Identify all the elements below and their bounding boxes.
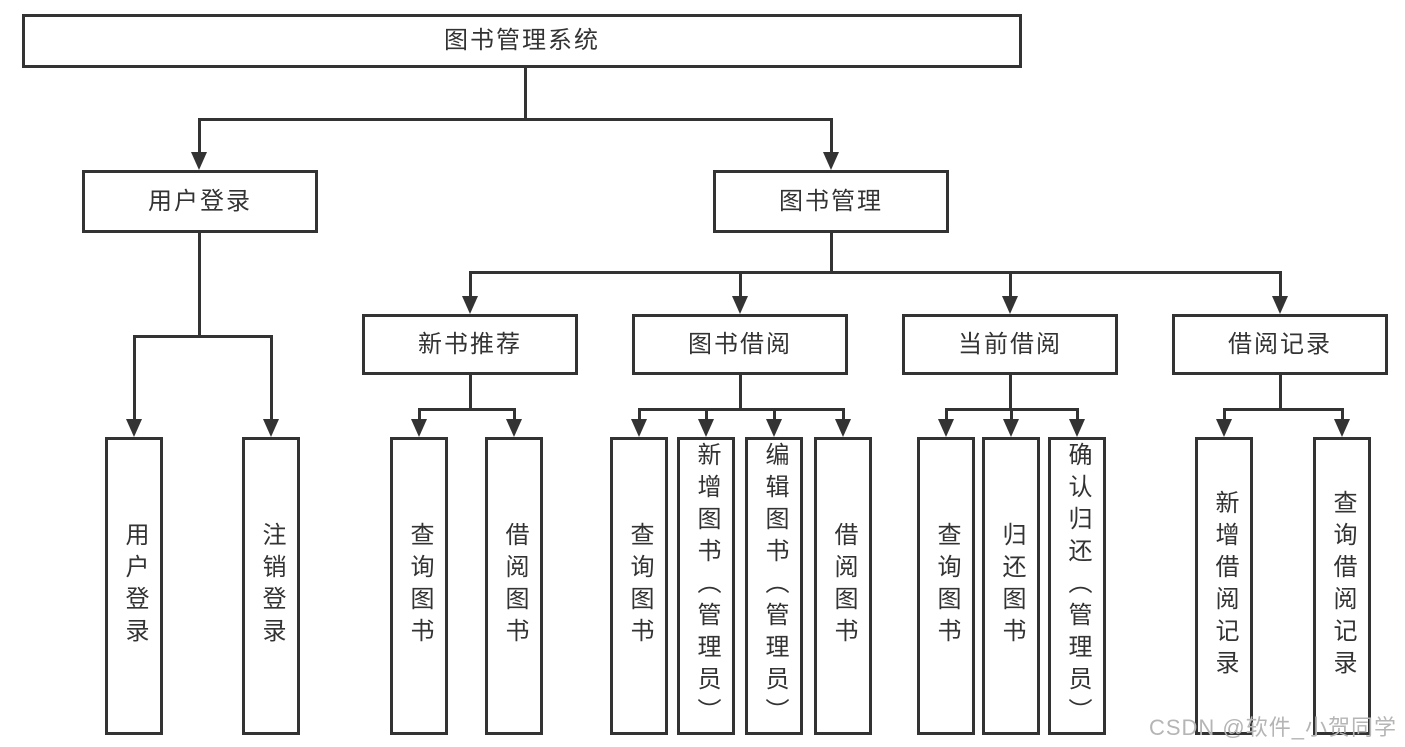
arrow-down-icon — [191, 152, 207, 170]
arrow-stem — [1008, 271, 1012, 297]
watermark-csdn: CSDN @软件_小贺同学 — [1148, 715, 1397, 740]
leaf-user-login: 用户登录 — [105, 437, 163, 735]
leaf-borrow-add-books-admin-label: 新增图书（管理员） — [693, 442, 720, 730]
arrow-down-icon — [411, 419, 427, 437]
arrow-stem — [512, 408, 516, 421]
arrow-down-icon — [1272, 296, 1288, 314]
arrow-stem — [132, 335, 136, 420]
leaf-borrow-edit-books-admin-label: 编辑图书（管理员） — [761, 442, 788, 730]
arrow-down-icon — [506, 419, 522, 437]
arrow-stem — [1222, 408, 1226, 421]
leaf-records-add-record: 新增借阅记录 — [1195, 437, 1253, 735]
node-current-borrowing-label: 当前借阅 — [958, 330, 1062, 358]
arrow-stem — [269, 335, 273, 420]
leaf-records-add-record-label: 新增借阅记录 — [1211, 490, 1238, 682]
leaf-records-query-record-label: 查询借阅记录 — [1329, 490, 1356, 682]
node-book-management: 图书管理 — [713, 170, 949, 233]
arrow-down-icon — [835, 419, 851, 437]
connector-records-trunk — [1278, 375, 1282, 409]
leaf-borrow-add-books-admin: 新增图书（管理员） — [677, 437, 735, 735]
arrow-down-icon — [732, 296, 748, 314]
leaf-user-login-label: 用户登录 — [121, 522, 148, 650]
connector-user-branch — [132, 335, 273, 338]
node-library-system-label: 图书管理系统 — [444, 27, 600, 54]
arrow-down-icon — [938, 419, 954, 437]
leaf-recommend-borrow-books: 借阅图书 — [485, 437, 543, 735]
leaf-logout-label: 注销登录 — [258, 522, 285, 650]
connector-borrow-branch — [637, 408, 845, 411]
arrow-stem — [841, 408, 845, 421]
leaf-current-confirm-return-admin-label: 确认归还（管理员） — [1064, 442, 1091, 730]
arrow-down-icon — [631, 419, 647, 437]
arrow-stem — [1278, 271, 1282, 297]
node-book-management-label: 图书管理 — [779, 187, 883, 215]
connector-root-trunk — [523, 68, 527, 118]
node-new-book-recommend-label: 新书推荐 — [418, 330, 522, 358]
leaf-current-query-books: 查询图书 — [917, 437, 975, 735]
arrow-stem — [1075, 408, 1079, 421]
connector-mgmt-trunk — [829, 233, 833, 271]
leaf-borrow-query-books-label: 查询图书 — [626, 522, 653, 650]
leaf-records-query-record: 查询借阅记录 — [1313, 437, 1371, 735]
leaf-recommend-query-books: 查询图书 — [390, 437, 448, 735]
leaf-current-confirm-return-admin: 确认归还（管理员） — [1048, 437, 1106, 735]
connector-recommend-branch — [417, 408, 516, 411]
connector-current-trunk — [1008, 375, 1012, 409]
node-borrowing-records-label: 借阅记录 — [1228, 330, 1332, 358]
node-book-borrowing: 图书借阅 — [632, 314, 848, 375]
arrow-stem — [197, 118, 201, 154]
arrow-down-icon — [462, 296, 478, 314]
arrow-stem — [772, 408, 776, 421]
arrow-down-icon — [126, 419, 142, 437]
leaf-current-query-books-label: 查询图书 — [933, 522, 960, 650]
leaf-logout: 注销登录 — [242, 437, 300, 735]
leaf-borrow-borrow-books: 借阅图书 — [814, 437, 872, 735]
connector-recommend-trunk — [468, 375, 472, 409]
arrow-down-icon — [766, 419, 782, 437]
leaf-borrow-query-books: 查询图书 — [610, 437, 668, 735]
connector-borrow-trunk — [738, 375, 742, 409]
connector-user-trunk — [197, 233, 201, 335]
arrow-stem — [1009, 408, 1013, 421]
leaf-current-return-books-label: 归还图书 — [998, 522, 1025, 650]
leaf-borrow-edit-books-admin: 编辑图书（管理员） — [745, 437, 803, 735]
arrow-down-icon — [1334, 419, 1350, 437]
arrow-stem — [417, 408, 421, 421]
leaf-recommend-query-books-label: 查询图书 — [406, 522, 433, 650]
arrow-down-icon — [1069, 419, 1085, 437]
node-user-login: 用户登录 — [82, 170, 318, 233]
leaf-current-return-books: 归还图书 — [982, 437, 1040, 735]
leaf-borrow-borrow-books-label: 借阅图书 — [830, 522, 857, 650]
arrow-down-icon — [1003, 419, 1019, 437]
node-book-borrowing-label: 图书借阅 — [688, 330, 792, 358]
connector-records-branch — [1222, 408, 1344, 411]
arrow-down-icon — [1002, 296, 1018, 314]
arrow-stem — [829, 118, 833, 154]
node-borrowing-records: 借阅记录 — [1172, 314, 1388, 375]
connector-mgmt-branch — [468, 271, 1282, 274]
arrow-stem — [1340, 408, 1344, 421]
arrow-stem — [637, 408, 641, 421]
node-library-system: 图书管理系统 — [22, 14, 1022, 68]
arrow-stem — [704, 408, 708, 421]
arrow-stem — [468, 271, 472, 297]
arrow-stem — [738, 271, 742, 297]
node-user-login-label: 用户登录 — [148, 187, 252, 215]
arrow-stem — [944, 408, 948, 421]
arrow-down-icon — [263, 419, 279, 437]
connector-root-branch — [197, 118, 833, 121]
leaf-recommend-borrow-books-label: 借阅图书 — [501, 522, 528, 650]
arrow-down-icon — [698, 419, 714, 437]
node-new-book-recommend: 新书推荐 — [362, 314, 578, 375]
arrow-down-icon — [1216, 419, 1232, 437]
node-current-borrowing: 当前借阅 — [902, 314, 1118, 375]
arrow-down-icon — [823, 152, 839, 170]
